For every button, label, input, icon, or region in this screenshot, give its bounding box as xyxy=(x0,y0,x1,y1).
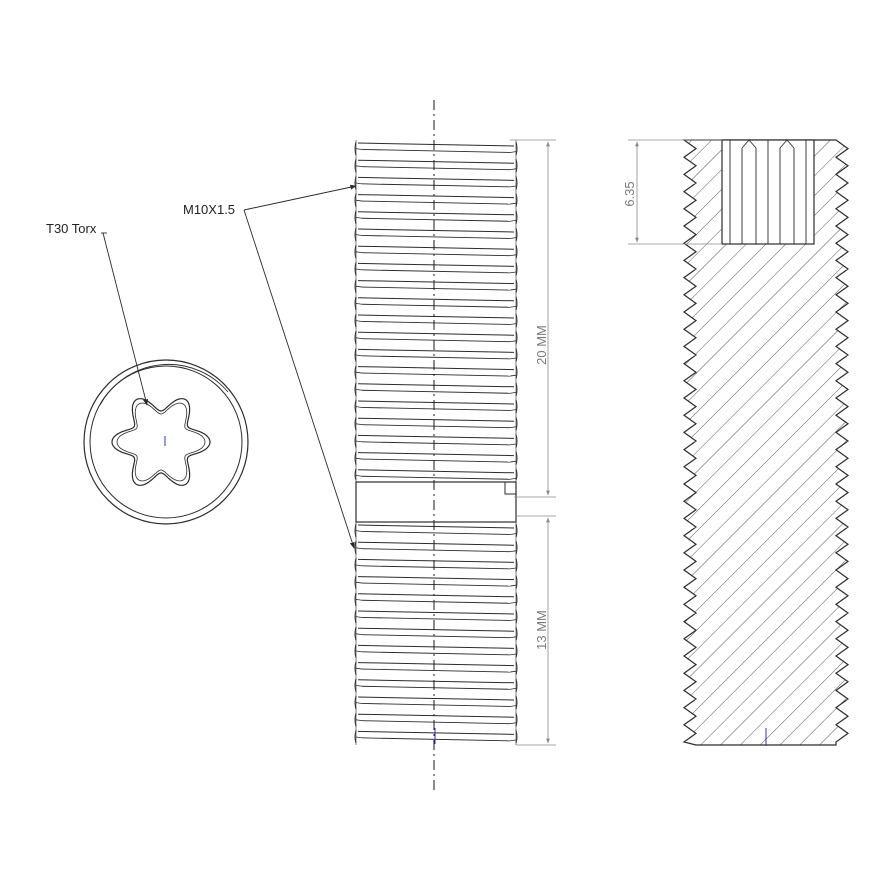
thread-tooth xyxy=(354,313,518,328)
thread-tooth xyxy=(354,730,518,744)
thread-tooth xyxy=(354,296,518,311)
thread-tooth xyxy=(354,399,518,414)
socket-flutes xyxy=(729,139,807,244)
end-view xyxy=(83,359,249,525)
thread-tooth xyxy=(354,609,518,624)
relief-groove xyxy=(355,481,517,523)
section-view xyxy=(682,139,850,746)
thread-tooth xyxy=(354,279,518,293)
thread-tooth xyxy=(354,451,518,465)
hexalobular-star-icon xyxy=(111,398,211,486)
thread-tooth xyxy=(354,558,518,572)
thread-tooth xyxy=(354,434,518,448)
dimension-13mm-text: 13 MM xyxy=(534,610,549,650)
torx-outline xyxy=(111,398,211,486)
thread-tooth xyxy=(354,575,518,589)
upper-thread-section xyxy=(354,140,518,482)
thread-tooth xyxy=(354,644,518,658)
end-view-inner-circle xyxy=(89,365,243,519)
thread-tooth xyxy=(354,523,518,538)
callout-thread-text: M10X1.5 xyxy=(183,202,235,217)
thread-tooth xyxy=(354,417,518,431)
callout-torx-text: T30 Torx xyxy=(46,221,97,236)
dimension-socket-depth-text: 6.35 xyxy=(622,181,637,206)
side-view xyxy=(354,100,518,790)
thread-tooth xyxy=(354,331,518,345)
thread-tooth xyxy=(354,262,518,276)
end-view-outer-circle xyxy=(83,359,249,525)
callout-thread: M10X1.5 xyxy=(183,184,357,549)
torx-inner-outline xyxy=(116,402,206,482)
dimension-20mm: 20 MM xyxy=(510,139,556,498)
dimension-socket-depth: 6.35 xyxy=(622,139,722,245)
thread-tooth xyxy=(354,627,518,641)
end-view-thread-arc xyxy=(99,363,229,406)
callout-torx: T30 Torx xyxy=(46,221,149,406)
thread-tooth xyxy=(354,661,518,675)
thread-tooth xyxy=(354,159,518,173)
thread-tooth xyxy=(354,348,518,362)
thread-tooth xyxy=(354,678,518,693)
dimension-13mm: 13 MM xyxy=(516,515,556,746)
thread-tooth xyxy=(354,541,518,555)
thread-tooth xyxy=(354,141,518,156)
thread-tooth xyxy=(354,193,518,207)
dimension-20mm-text: 20 MM xyxy=(534,325,549,365)
thread-tooth xyxy=(354,592,518,607)
thread-tooth xyxy=(354,245,518,259)
thread-tooth xyxy=(354,365,518,379)
thread-tooth xyxy=(354,468,518,481)
thread-tooth xyxy=(354,210,518,225)
thread-tooth xyxy=(354,176,518,190)
thread-tooth xyxy=(354,382,518,397)
thread-tooth xyxy=(354,713,518,727)
thread-tooth xyxy=(354,227,518,242)
thread-tooth xyxy=(354,695,518,710)
groove-step xyxy=(500,481,516,495)
lower-thread-section xyxy=(354,522,518,745)
